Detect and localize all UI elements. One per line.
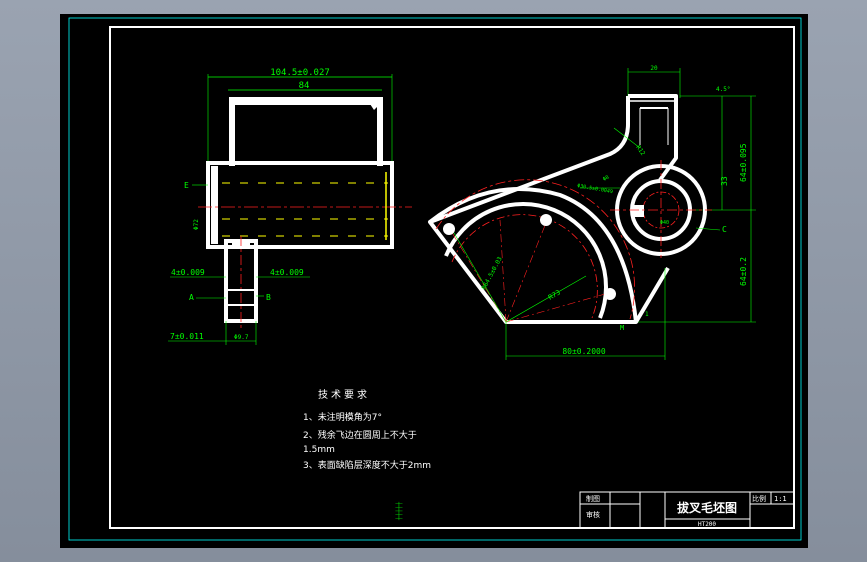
dim-base-width: 80±0.2000 bbox=[562, 347, 606, 356]
title-material: HT200 bbox=[698, 521, 716, 528]
margin-mark: ┼┼┼┼┼ bbox=[395, 502, 403, 521]
inner-border bbox=[109, 26, 795, 529]
dim-hole-upper: Φ72 bbox=[193, 219, 200, 230]
title-scale-label: 比例 bbox=[752, 494, 766, 503]
dim-bottom-tol: 7±0.011 bbox=[170, 332, 204, 341]
datum-e-label: E bbox=[184, 181, 189, 190]
right-view: 20 4.5° 64±0.095 33 64±0.2 80±0.2000 bbox=[428, 65, 756, 360]
notes-title: 技术要求 bbox=[318, 388, 370, 401]
dim-height-33: 33 bbox=[720, 176, 729, 186]
dim-tol-left: 4±0.009 bbox=[171, 268, 205, 277]
note-1: 1、未注明模角为7° bbox=[303, 411, 382, 423]
title-block: 制图 审核 拔叉毛坯图 HT200 比例 1:1 bbox=[579, 491, 795, 529]
outer-border bbox=[68, 17, 802, 541]
dim-top-angle: 4.5° bbox=[716, 86, 730, 93]
dim-bottom-width: Φ9.7 bbox=[234, 334, 249, 341]
title-check-label: 审核 bbox=[586, 510, 600, 519]
datum-c-label: C bbox=[722, 225, 727, 234]
title-part-name: 拔叉毛坯图 bbox=[677, 500, 737, 515]
note-2: 2、残余飞边在圆周上不大于 bbox=[303, 429, 417, 441]
dim-bottom-right: 1 bbox=[645, 311, 649, 318]
left-view: 104.5±0.027 84 E Φ72 4±0.009 4±0.009 bbox=[168, 68, 412, 345]
datum-m-label: M bbox=[620, 324, 624, 332]
technical-notes: 技术要求 1、未注明模角为7° 2、残余飞边在圆周上不大于 1.5mm 3、表面… bbox=[303, 388, 431, 471]
title-scale-value: 1:1 bbox=[774, 495, 787, 503]
dim-height-lower: 64±0.2 bbox=[739, 257, 748, 286]
dim-height-total: 64±0.095 bbox=[739, 143, 748, 182]
title-drawn-label: 制图 bbox=[586, 494, 600, 503]
note-4: 3、表面缺陷层深度不大于2mm bbox=[303, 459, 431, 471]
dim-width-total: 104.5±0.027 bbox=[270, 68, 330, 78]
dim-top-width: 20 bbox=[650, 65, 658, 72]
sheet-background bbox=[60, 14, 808, 548]
label-a: A bbox=[189, 293, 194, 302]
note-3: 1.5mm bbox=[303, 445, 335, 455]
dim-width-inner: 84 bbox=[299, 81, 310, 91]
label-b: B bbox=[266, 293, 271, 302]
dim-tol-right: 4±0.009 bbox=[270, 268, 304, 277]
dim-hole-dim: Φ40 bbox=[660, 220, 669, 226]
dim-hole-small: Φ8 bbox=[602, 175, 610, 183]
